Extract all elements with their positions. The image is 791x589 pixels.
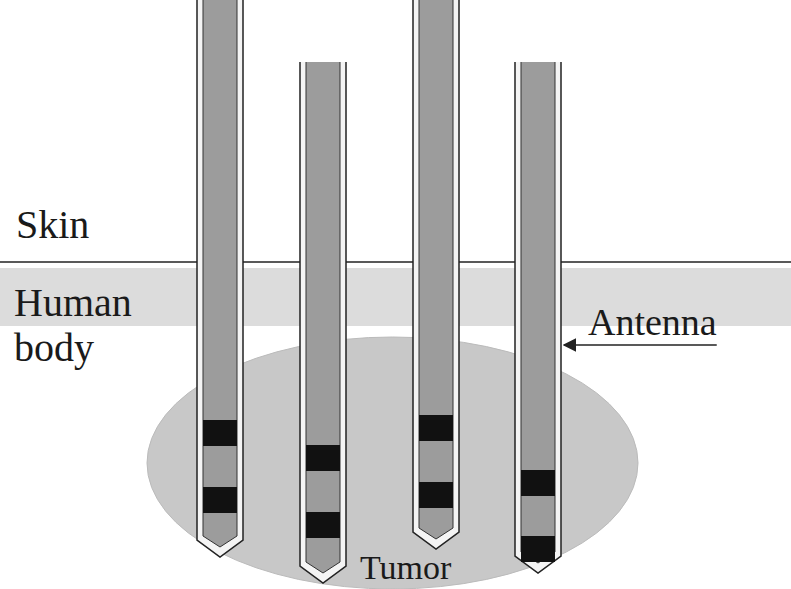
region-label: Tumor	[360, 551, 451, 585]
layer-label: Human body	[14, 280, 189, 370]
antenna	[515, 62, 561, 573]
skin-surface	[0, 261, 791, 263]
antenna	[300, 62, 346, 583]
antenna	[197, 0, 243, 557]
part-label: Antenna	[588, 303, 717, 341]
layer-label: Skin	[16, 205, 89, 245]
antenna	[413, 0, 459, 549]
leader-line	[564, 344, 717, 346]
